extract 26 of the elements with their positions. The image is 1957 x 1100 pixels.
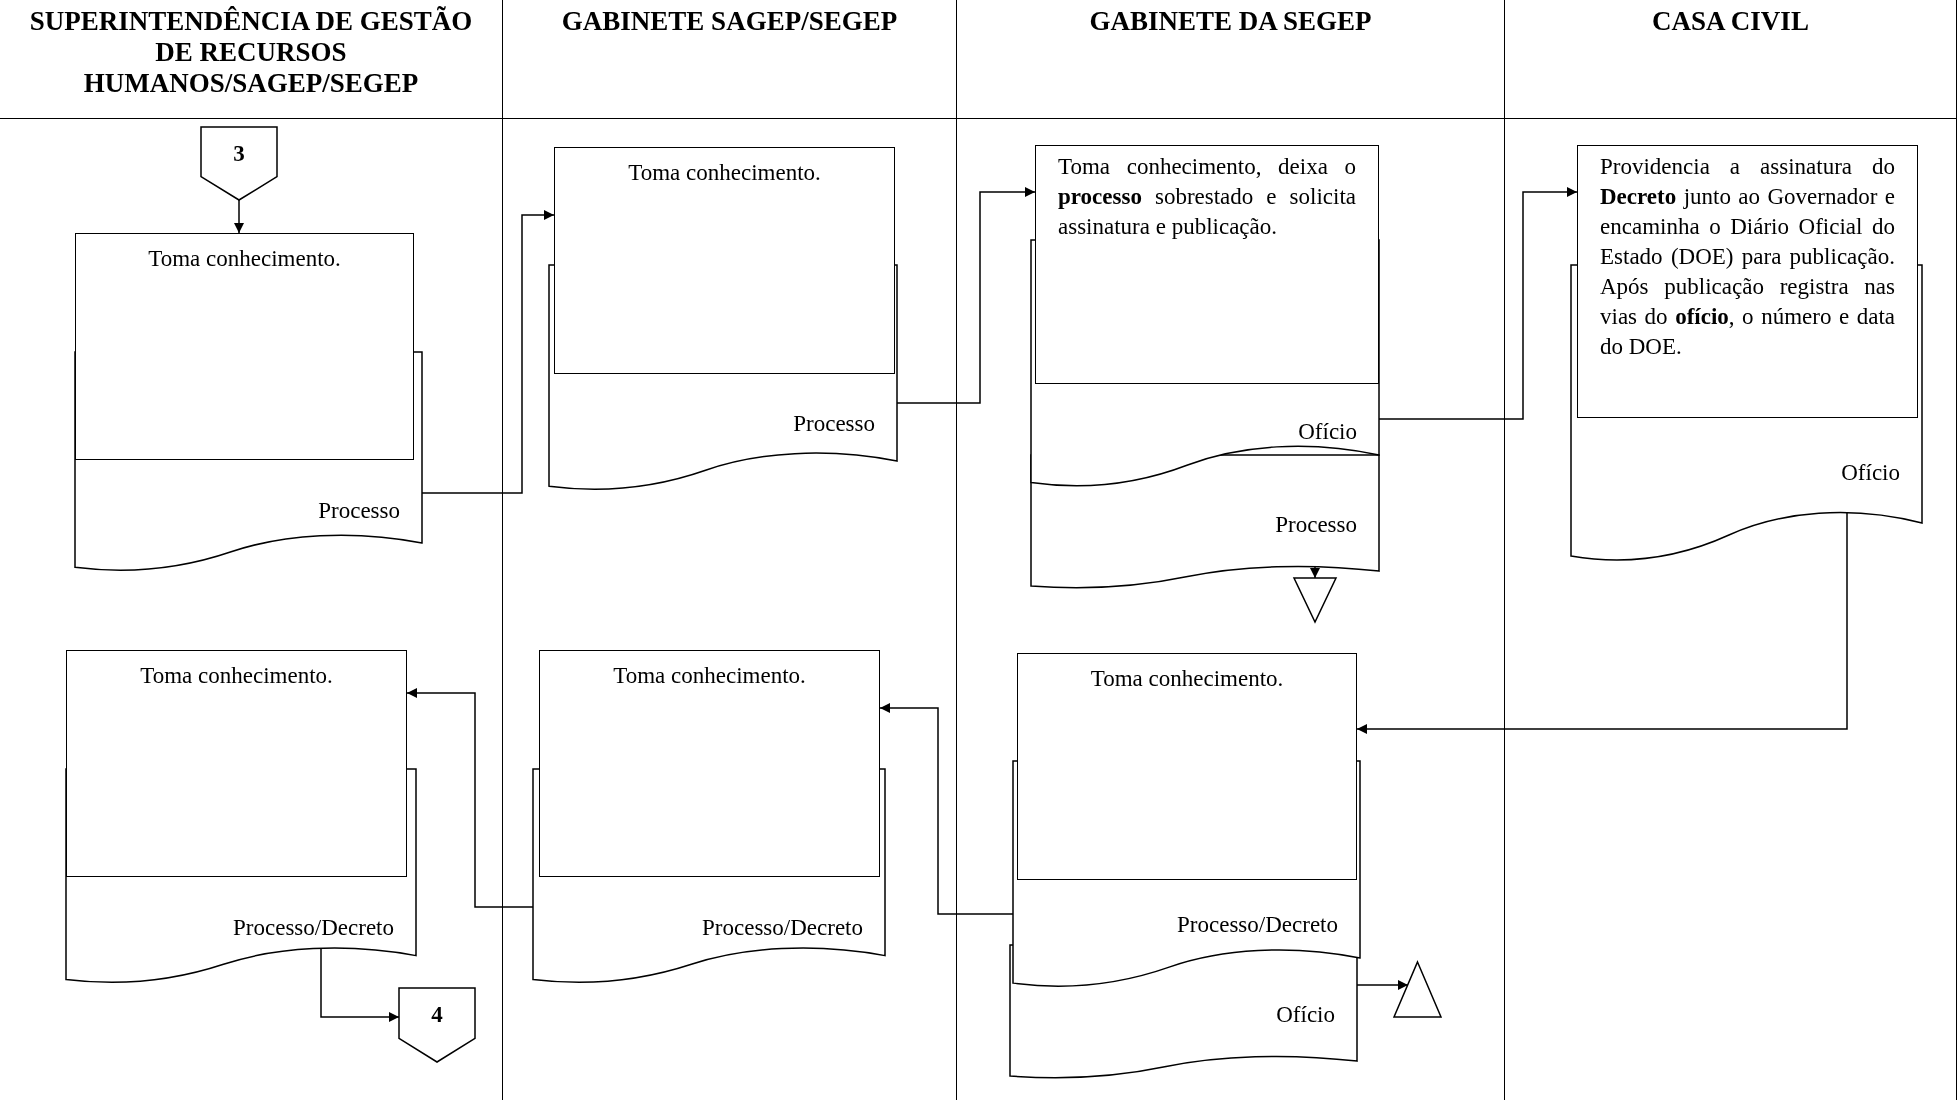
arrow <box>1356 980 1409 990</box>
process-box: Toma conhecimento. <box>539 650 880 877</box>
arrow <box>406 688 534 908</box>
swimlane <box>503 0 957 1100</box>
process-box: Toma conhecimento. <box>554 147 895 374</box>
swimlane <box>0 0 503 1100</box>
lane-title: GABINETE SAGEP/SEGEP <box>560 6 899 37</box>
lane-title: GABINETE DA SEGEP <box>1088 6 1373 37</box>
off-page-connector: 3 <box>201 127 277 200</box>
lane-title: CASA CIVIL <box>1651 6 1810 37</box>
off-page-connector: 4 <box>399 988 475 1062</box>
process-box: Toma conhecimento. <box>75 233 414 460</box>
swimlane <box>1505 0 1957 1100</box>
arrow <box>896 187 1036 404</box>
process-box: Toma conhecimento, deixa o processo sobrestado e solicita assinatura e publicação. <box>1035 145 1379 384</box>
lane-title: SUPERINTENDÊNCIA DE GESTÃO DE RECURSOS HUMANOS/SAGEP/SEGEP <box>28 6 474 99</box>
arrow <box>234 199 244 234</box>
arrow <box>1378 187 1578 420</box>
swimlane <box>957 0 1505 1100</box>
process-box: Toma conhecimento. <box>66 650 407 877</box>
triangle-symbol <box>1294 578 1336 622</box>
arrow <box>879 703 1014 915</box>
arrow <box>421 210 555 494</box>
triangle-symbol <box>1394 962 1441 1017</box>
process-box: Toma conhecimento. <box>1017 653 1357 880</box>
process-box: Providencia a assinatura do Decreto junto ao Governador e encaminha o Diário Oficial do Estado (DOE) para publicação. Após publicação registra nas vias do ofício, o número e data do DOE. <box>1577 145 1918 418</box>
